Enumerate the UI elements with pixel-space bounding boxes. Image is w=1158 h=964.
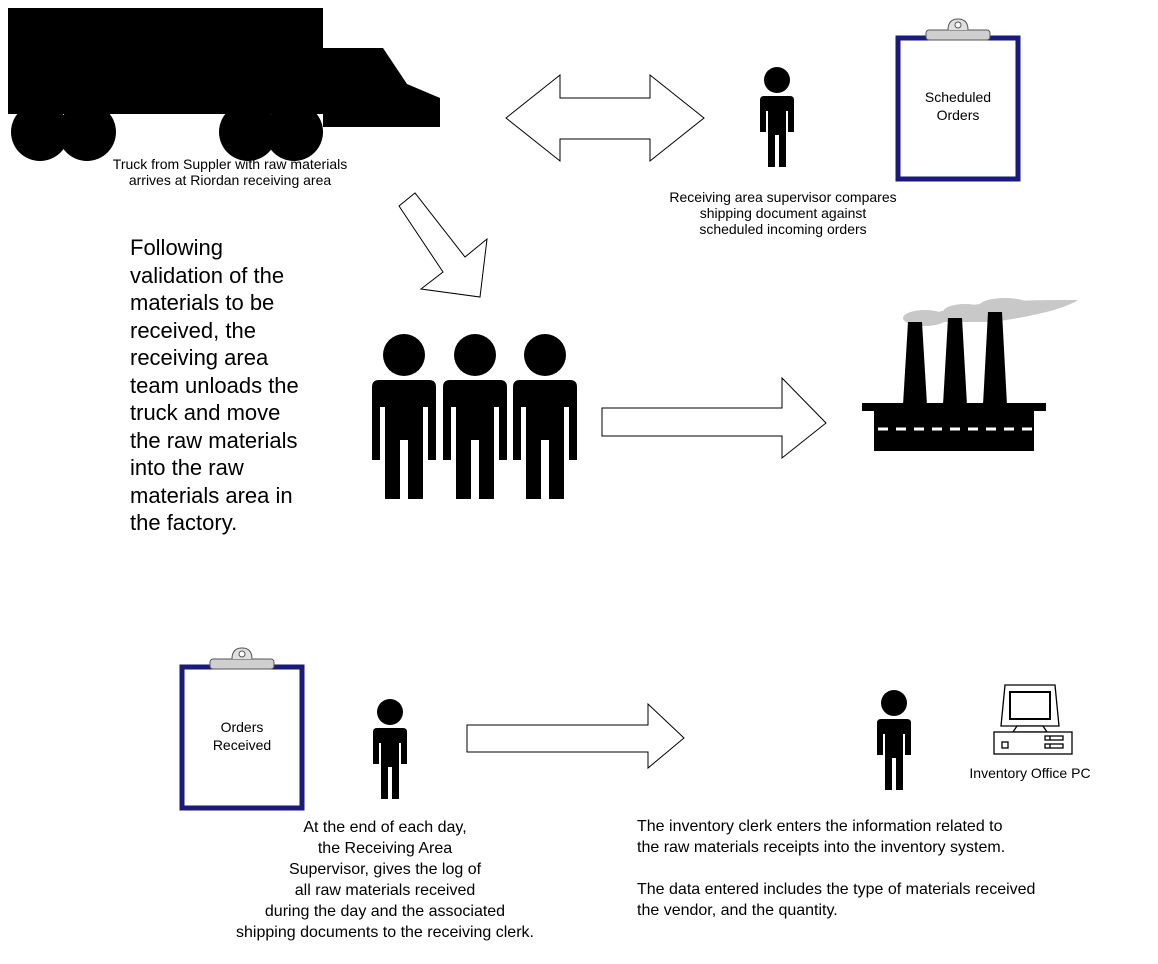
computer-icon xyxy=(993,684,1073,755)
team-description: Following validation of the materials to… xyxy=(130,235,299,535)
supervisor-caption: Receiving area supervisor compares shipp… xyxy=(669,189,897,237)
receiving-team-icon xyxy=(372,334,577,499)
clipboard-received-label: Orders Received xyxy=(212,719,272,753)
right-arrow-to-clerk xyxy=(466,702,685,770)
supervisor-person-icon xyxy=(760,67,794,167)
pc-caption: Inventory Office PC xyxy=(969,765,1091,781)
end-of-day-supervisor-icon xyxy=(373,699,407,799)
clipboard-received-icon xyxy=(179,647,305,811)
end-of-day-description: At the end of each day, the Receiving Ar… xyxy=(236,819,534,941)
clipboard-scheduled-label: Scheduled Orders xyxy=(924,89,992,123)
double-arrow xyxy=(505,73,705,163)
inventory-clerk-icon xyxy=(877,690,911,790)
clerk-description: The inventory clerk enters the informati… xyxy=(637,818,1006,856)
truck-caption: Truck from Suppler with raw materials ar… xyxy=(112,156,348,188)
factory-icon xyxy=(862,298,1078,451)
data-entered-description: The data entered includes the type of ma… xyxy=(637,881,1036,919)
truck-icon xyxy=(8,8,440,161)
clipboard-scheduled-icon xyxy=(895,18,1021,182)
right-arrow-team-to-factory xyxy=(601,376,827,460)
diagonal-arrow xyxy=(398,192,488,298)
